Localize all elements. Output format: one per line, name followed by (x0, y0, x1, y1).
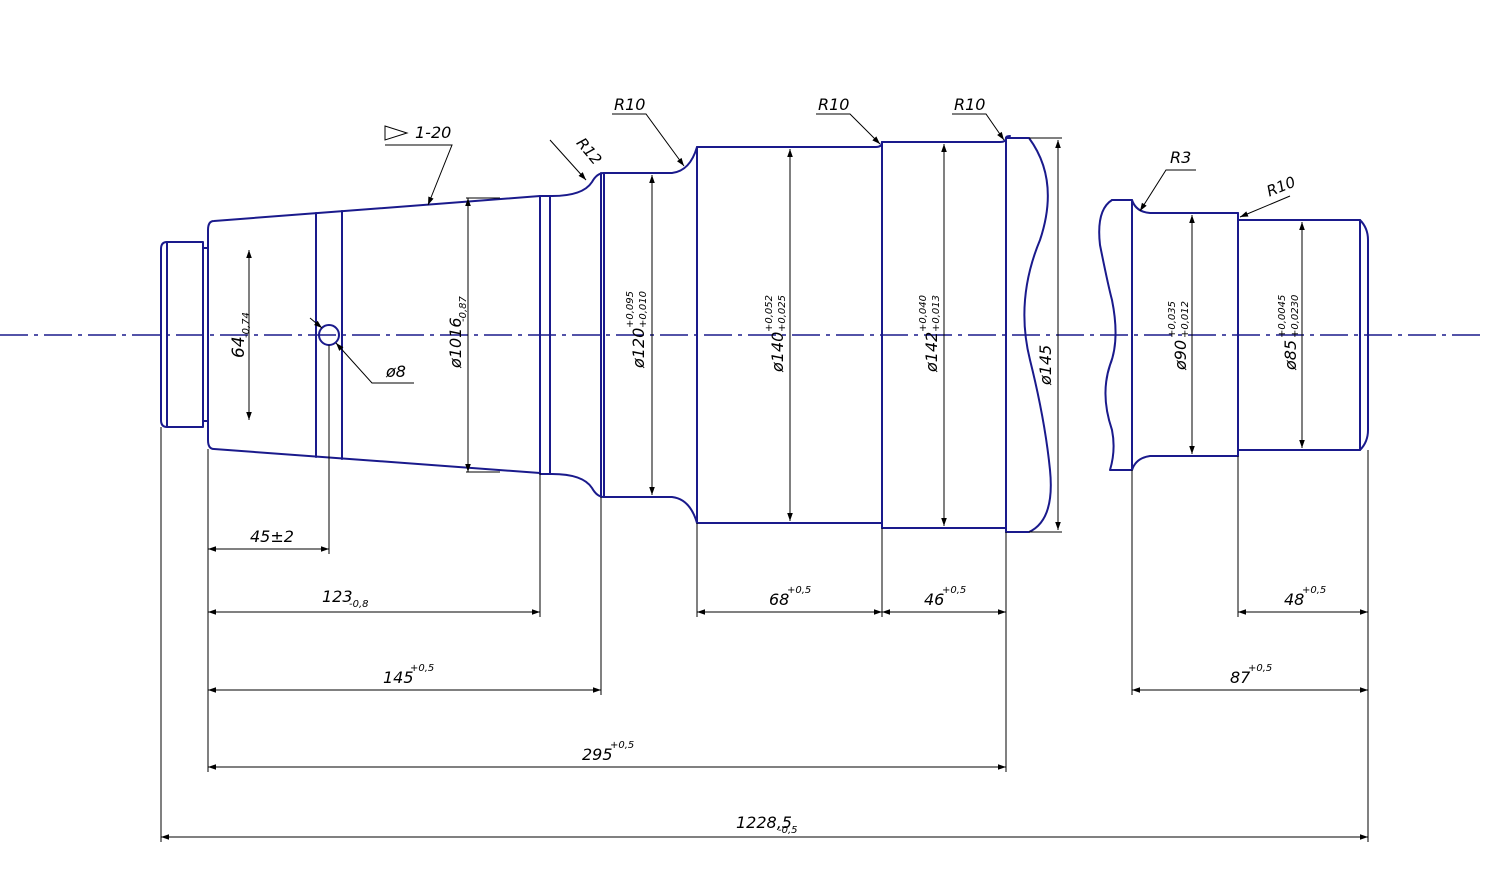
r10-label-b: R10 (818, 95, 849, 114)
d140-tol-low: +0,025 (777, 295, 788, 332)
l145-value: 145 (383, 668, 414, 687)
r10-label-c: R10 (954, 95, 985, 114)
l46-tol: +0,5 (942, 585, 966, 596)
d1016-tol: -0,87 (458, 295, 469, 322)
r3-label: R3 (1170, 148, 1191, 167)
d90-value: ø90 (1171, 340, 1190, 371)
d140-tol-up: +0,052 (764, 295, 775, 332)
l48-value: 48 (1284, 590, 1304, 609)
l48-tol: +0,5 (1302, 585, 1326, 596)
shaft-right-outline (1098, 199, 1369, 471)
d64-tol: -0,74 (241, 312, 252, 338)
d85-tol-low: +0,0230 (1290, 295, 1301, 338)
r10-label-a: R10 (614, 95, 645, 114)
d140-value: ø140 (768, 332, 787, 373)
diameter-dimension-lines (246, 140, 1305, 530)
shaft-left-outline (160, 135, 1052, 533)
r10-label-d: R10 (1264, 173, 1298, 201)
d1016-value: ø1016 (446, 317, 465, 369)
l1228-tol: -0,5 (778, 825, 798, 836)
l46-value: 46 (924, 590, 944, 609)
d85-value: ø85 (1281, 340, 1300, 371)
d142-tol-low: +0,013 (931, 295, 942, 332)
l68-tol: +0,5 (787, 585, 811, 596)
l295-value: 295 (582, 745, 613, 764)
d120-tol-up: +0,095 (625, 291, 636, 328)
hole-label: ø8 (385, 362, 406, 381)
l295-tol: +0,5 (610, 740, 634, 751)
diameter-labels: 64 -0,74 ø1016 -0,87 ø120 +0,095 +0,010 … (229, 291, 1301, 386)
l45-value: 45±2 (250, 527, 294, 546)
l87-tol: +0,5 (1248, 663, 1272, 674)
l123-value: 123 (322, 587, 353, 606)
length-dimension-lines (161, 546, 1368, 840)
taper-label: 1-20 (415, 123, 451, 142)
d145-value: ø145 (1036, 345, 1055, 386)
l1228-value: 1228,5 (736, 813, 792, 832)
r12-label: R12 (573, 134, 606, 168)
d142-value: ø142 (922, 332, 941, 373)
length-labels: 45±2 123 -0,8 145 +0,5 295 +0,5 1228,5 -… (250, 527, 1326, 836)
d142-tol-up: +0,040 (918, 295, 929, 332)
d85-tol-up: +0,0045 (1277, 295, 1288, 338)
d120-tol-low: +0,010 (638, 291, 649, 328)
d90-tol-up: +0,035 (1167, 301, 1178, 338)
l68-value: 68 (769, 590, 789, 609)
d64-value: 64 (229, 336, 249, 358)
annotation-labels: 1-20 R12 R10 R10 R10 R3 R10 ø8 (385, 95, 1298, 381)
d90-tol-low: +0,012 (1180, 301, 1191, 338)
d120-value: ø120 (629, 328, 648, 369)
leader-lines (309, 113, 1291, 384)
l87-value: 87 (1230, 668, 1251, 687)
l123-tol: -0,8 (349, 599, 369, 610)
extension-lines (160, 137, 1369, 842)
l145-tol: +0,5 (410, 663, 434, 674)
